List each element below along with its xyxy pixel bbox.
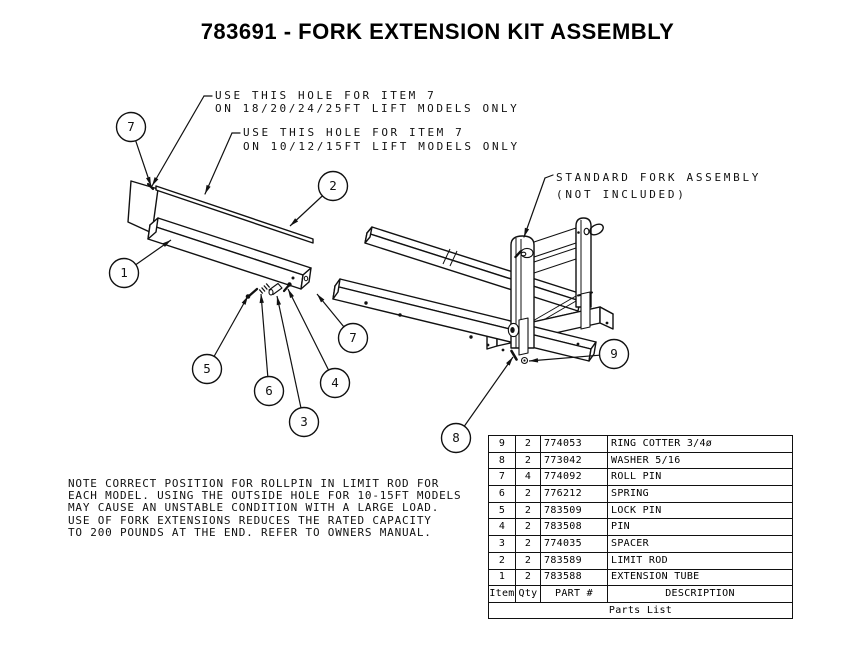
roll-pin-mark	[146, 182, 155, 191]
callout-number: 2	[329, 178, 337, 193]
cell-description: LOCK PIN	[607, 501, 793, 520]
callout-balloon-5: 5	[191, 295, 249, 385]
cell-qty: 2	[515, 501, 541, 520]
cell-item: 7	[488, 468, 516, 487]
cell-description: SPACER	[607, 535, 793, 553]
callout-number: 1	[120, 265, 128, 280]
cell-part-number: 774053	[540, 435, 608, 453]
callout-number: 9	[610, 346, 618, 361]
annotation-standard-fork: STANDARD FORK ASSEMBLY (NOT INCLUDED)	[556, 171, 762, 201]
cell-description: SPRING	[607, 485, 793, 503]
cell-part-number: 783509	[540, 501, 608, 520]
cell-item: 8	[488, 451, 516, 470]
left-post	[507, 235, 535, 356]
callout-balloon-4: 4	[287, 288, 351, 399]
callout-balloon-7: 7	[115, 111, 152, 187]
cell-qty: 2	[515, 518, 541, 537]
cell-item: 2	[488, 551, 516, 570]
callout-balloon-6: 6	[253, 293, 285, 407]
cell-part-number: 783589	[540, 551, 608, 570]
callout-number: 6	[265, 383, 273, 398]
fork-limit-bar	[580, 291, 591, 330]
cell-item: 5	[488, 501, 516, 520]
cell-description: LIMIT ROD	[607, 551, 793, 570]
col-header-item: Item	[488, 585, 516, 603]
spring	[258, 283, 271, 294]
cell-item: 4	[488, 518, 516, 537]
cell-qty: 2	[515, 535, 541, 553]
callout-number: 7	[127, 119, 135, 134]
col-header-qty: Qty	[515, 585, 541, 603]
cell-part-number: 773042	[540, 451, 608, 470]
roll-pin-detail	[510, 349, 518, 361]
col-header-description: DESCRIPTION	[607, 585, 793, 603]
cell-description: RING COTTER 3/4ø	[607, 435, 793, 453]
fork-assembly-group	[332, 217, 614, 365]
callout-balloon-9: 9	[528, 338, 630, 370]
callout-balloon-7: 7	[316, 293, 369, 354]
callout-number: 5	[203, 361, 211, 376]
cell-part-number: 774035	[540, 535, 608, 553]
cell-description: WASHER 5/16	[607, 451, 793, 470]
col-header-part: PART #	[540, 585, 608, 603]
annotation-leaders	[151, 95, 554, 238]
callout-number: 3	[300, 414, 308, 429]
cell-qty: 2	[515, 551, 541, 570]
cell-qty: 2	[515, 435, 541, 453]
callout-balloon-8: 8	[440, 356, 514, 454]
note-text: NOTE CORRECT POSITION FOR ROLLPIN IN LIM…	[68, 477, 462, 539]
cell-qty: 2	[515, 485, 541, 503]
spacer	[268, 282, 283, 296]
parts-list-title: Parts List	[488, 601, 793, 620]
callout-balloon-3: 3	[276, 295, 320, 438]
cell-qty: 4	[515, 468, 541, 487]
hardware-parts-group	[245, 282, 292, 299]
cell-qty: 2	[515, 451, 541, 470]
annotation-hole-large-models: USE THIS HOLE FOR ITEM 7 ON 18/20/24/25F…	[215, 89, 520, 115]
limit-rod	[155, 185, 314, 244]
tube-end-hole	[303, 275, 309, 282]
callout-balloon-2: 2	[289, 170, 349, 227]
parts-footer-row: Parts List	[488, 601, 793, 620]
fork-limit-bar	[518, 317, 529, 356]
cell-description: EXTENSION TUBE	[607, 568, 793, 587]
callout-number: 4	[331, 375, 339, 390]
cell-item: 9	[488, 435, 516, 453]
cell-description: ROLL PIN	[607, 468, 793, 487]
right-post	[575, 217, 604, 330]
extension-kit-group	[127, 180, 314, 290]
cell-part-number: 776212	[540, 485, 608, 503]
pin	[282, 282, 292, 293]
cell-item: 3	[488, 535, 516, 553]
callout-number: 7	[349, 330, 357, 345]
ring-cotter	[589, 223, 604, 236]
callout-layer: 7 2 1 5 6 3 4 7 9 8	[108, 111, 630, 454]
cell-part-number: 774092	[540, 468, 608, 487]
parts-header-row: Item Qty PART # DESCRIPTION	[488, 585, 793, 603]
cell-qty: 2	[515, 568, 541, 587]
cell-item: 6	[488, 485, 516, 503]
cell-part-number: 783508	[540, 518, 608, 537]
callout-number: 8	[452, 430, 460, 445]
page-title: 783691 - FORK EXTENSION KIT ASSEMBLY	[200, 19, 675, 44]
callout-balloon-1: 1	[108, 239, 172, 289]
cell-part-number: 783588	[540, 568, 608, 587]
cell-item: 1	[488, 568, 516, 587]
cell-description: PIN	[607, 518, 793, 537]
annotation-hole-small-models: USE THIS HOLE FOR ITEM 7 ON 10/12/15FT L…	[243, 126, 520, 153]
cross-brace	[533, 227, 577, 258]
